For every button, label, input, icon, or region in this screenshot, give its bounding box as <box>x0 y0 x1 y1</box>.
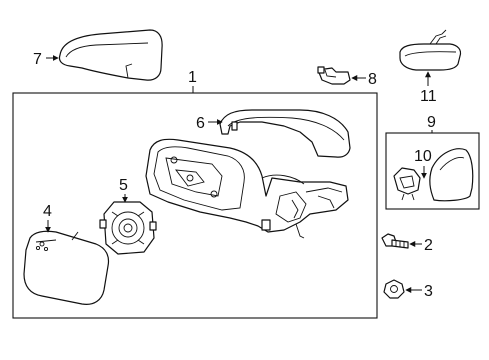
mirror-housing <box>145 138 349 239</box>
callout-4: 4 <box>43 203 52 220</box>
callout-11: 11 <box>420 88 437 105</box>
nut <box>383 279 405 299</box>
screw <box>381 233 409 249</box>
callout-1: 1 <box>188 69 197 86</box>
callout-8: 8 <box>368 71 377 88</box>
clip-part <box>317 66 351 85</box>
callout-2: 2 <box>424 237 433 254</box>
side-lamp-assembly <box>393 148 474 202</box>
mirror-cover <box>219 109 351 158</box>
assembly-frame <box>12 92 378 319</box>
mirror-glass <box>23 230 110 305</box>
mirror-actuator <box>99 201 157 255</box>
callout-3: 3 <box>424 283 433 300</box>
callout-9: 9 <box>427 114 436 131</box>
callout-10: 10 <box>414 148 432 165</box>
callout-6: 6 <box>196 115 205 132</box>
mirror-cap <box>58 29 163 81</box>
callout-7: 7 <box>33 51 42 68</box>
callout-5: 5 <box>119 177 128 194</box>
turn-signal-lamp <box>399 29 462 71</box>
